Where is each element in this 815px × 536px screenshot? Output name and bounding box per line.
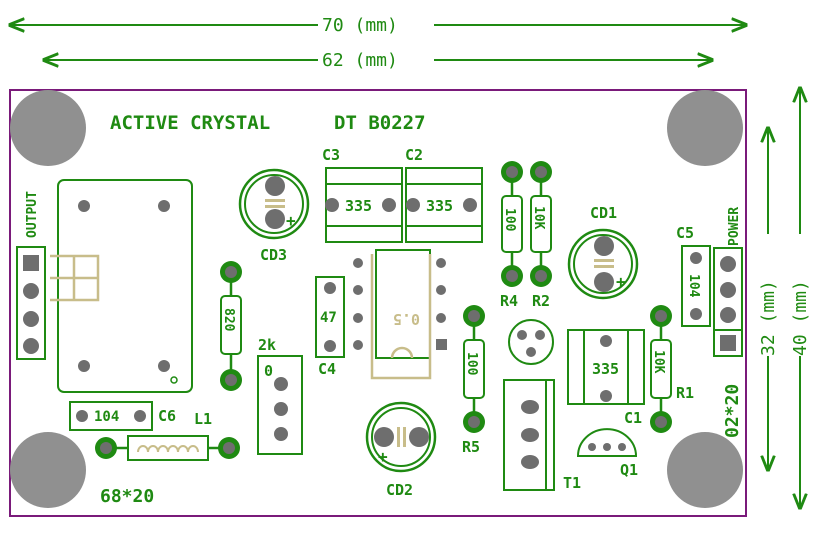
- output-pin-4: [23, 338, 39, 354]
- mounting-hole-top-right: [667, 90, 743, 166]
- inductor-l1: [95, 435, 240, 461]
- l1-label: L1: [194, 410, 212, 428]
- output-pin-2: [23, 283, 39, 299]
- pot-label: 2k: [258, 336, 276, 354]
- resistor-r2: [530, 161, 552, 287]
- dimension-board-height: 32 (mm): [758, 128, 779, 470]
- c1-value: 335: [592, 360, 619, 378]
- svg-text:+: +: [378, 447, 388, 466]
- power-connector: [713, 247, 743, 357]
- c6-value: 104: [94, 409, 119, 425]
- c1-label: C1: [624, 409, 642, 427]
- output-pin-1: [23, 255, 39, 271]
- c3-value: 335: [345, 197, 372, 215]
- mounting-hole-top-left: [10, 90, 86, 166]
- capacitor-c2: [405, 167, 483, 243]
- board-code: DT B0227: [334, 112, 426, 134]
- transistor-round: [508, 319, 554, 365]
- capacitor-c3: [325, 167, 403, 243]
- r1-value: 10K: [651, 350, 666, 374]
- cd2-label: CD2: [386, 481, 413, 499]
- c4-label: C4: [318, 360, 336, 378]
- r2-value: 10K: [531, 206, 546, 230]
- capacitor-c5: [681, 245, 711, 327]
- svg-text:+: +: [286, 211, 296, 230]
- output-pin-3: [23, 311, 39, 327]
- r3-value: 820: [221, 308, 236, 332]
- output-label: OUTPUT: [25, 191, 40, 238]
- c6-label: C6: [158, 407, 176, 425]
- q1-label: Q1: [620, 461, 638, 479]
- dimension-overall-width: 70 (mm): [10, 15, 746, 36]
- cd3-label: CD3: [260, 246, 287, 264]
- capacitor-cd3: +: [238, 168, 310, 240]
- c2-label: C2: [405, 146, 423, 164]
- cd1-label: CD1: [590, 204, 617, 222]
- dimension-overall-height: 40 (mm): [790, 88, 811, 508]
- r5-value: 100: [464, 352, 479, 376]
- resistor-820: [220, 261, 242, 391]
- output-connector: [16, 246, 46, 360]
- dimension-board-width-label: 62 (mm): [322, 50, 398, 71]
- r4-label: R4: [500, 292, 518, 310]
- r4-value: 100: [502, 208, 517, 232]
- r5-label: R5: [462, 438, 480, 456]
- t1-label: T1: [563, 474, 581, 492]
- c5-value: 104: [686, 274, 701, 298]
- pot-mark: 0: [264, 362, 273, 380]
- transistor-q1: [576, 428, 638, 457]
- mounting-hole-bottom-right: [667, 432, 743, 508]
- dimension-overall-width-label: 70 (mm): [322, 15, 398, 36]
- resistor-r5: [463, 305, 485, 433]
- c2-value: 335: [426, 197, 453, 215]
- c3-label: C3: [322, 146, 340, 164]
- resistor-r1: [650, 305, 672, 433]
- c4-value: 47: [320, 310, 337, 326]
- potentiometer-2k: [257, 355, 303, 455]
- dimension-board-height-label: 32 (mm): [758, 280, 779, 356]
- size-left: 68*20: [100, 486, 154, 507]
- capacitor-c4: [315, 276, 345, 358]
- board-title: ACTIVE CRYSTAL: [110, 112, 270, 134]
- mounting-hole-bottom-left: [10, 432, 86, 508]
- regulator-t1: [503, 379, 555, 491]
- dimension-overall-height-label: 40 (mm): [790, 280, 811, 356]
- oscillator-module: [50, 179, 193, 393]
- svg-text:+: +: [616, 272, 626, 291]
- r1-label: R1: [676, 384, 694, 402]
- capacitor-cd1: +: [567, 228, 639, 300]
- r2-label: R2: [532, 292, 550, 310]
- capacitor-cd2: +: [365, 401, 437, 473]
- size-right: 02*20: [722, 384, 743, 438]
- crystal-socket: [353, 249, 447, 380]
- crystal-value: 0.5: [393, 310, 420, 328]
- capacitor-c6: [69, 401, 153, 431]
- power-label: POWER: [727, 207, 742, 246]
- c5-label: C5: [676, 224, 694, 242]
- capacitor-c1: [567, 329, 645, 405]
- dimension-board-width: 62 (mm): [44, 50, 712, 71]
- resistor-r4: [501, 161, 523, 287]
